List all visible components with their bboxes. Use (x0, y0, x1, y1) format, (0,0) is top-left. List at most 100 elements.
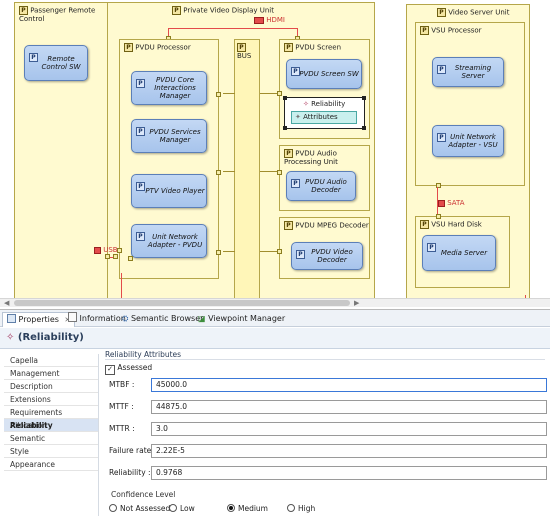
port[interactable] (105, 254, 110, 259)
diagram-horizontal-scrollbar[interactable]: ◀ ▶ (0, 298, 550, 307)
page-title: (Reliability) (17, 332, 84, 343)
radio-not-assessed[interactable]: Not Assessed (109, 504, 170, 514)
physical-node-icon: P (437, 8, 446, 17)
component-remote-control-sw[interactable]: P Remote Control SW (24, 45, 88, 81)
attributes-row[interactable]: ✦ Attributes (291, 111, 357, 124)
assessed-label: Assessed (117, 363, 153, 372)
failure-rate-field[interactable]: 2.22E-5 (151, 444, 547, 458)
node-passenger-remote-control[interactable]: P Passenger Remote Control P Remote Cont… (14, 2, 117, 298)
port[interactable] (277, 249, 282, 254)
category-appearance[interactable]: Appearance (4, 458, 98, 471)
node-pvdu-audio-processing-unit[interactable]: P PVDU Audio Processing Unit P PVDU Audi… (277, 145, 370, 211)
port[interactable] (436, 214, 441, 219)
physical-component-icon: P (136, 79, 145, 88)
component-label: Unit Network Adapter - VSU (448, 133, 498, 149)
port[interactable] (436, 183, 441, 188)
information-icon (68, 312, 77, 322)
node-pvdu-screen[interactable]: P PVDU Screen P PVDU Screen SW ✧ Reliabi… (277, 39, 370, 139)
bus-title: BUS (237, 52, 252, 60)
radio-icon (287, 504, 295, 512)
category-extensions[interactable]: Extensions (4, 393, 98, 406)
hdmi-link-line[interactable] (168, 28, 298, 29)
node-bus[interactable]: P BUS (234, 39, 260, 301)
port[interactable] (216, 250, 221, 255)
confidence-level-title: Confidence Level (111, 490, 176, 499)
category-description[interactable]: Description (4, 380, 98, 393)
mttr-field[interactable]: 3.0 (151, 422, 547, 436)
radio-medium[interactable]: Medium (227, 504, 268, 514)
component-unit-network-adapter-pvdu[interactable]: P Unit Network Adapter - PVDU (131, 224, 207, 258)
tab-semantic-browser[interactable]: ⛭ Semantic Browser (122, 312, 203, 326)
close-icon[interactable]: ✕ (65, 316, 71, 324)
port[interactable] (117, 248, 122, 253)
sata-link-label: SATA (447, 199, 465, 207)
tab-information[interactable]: Information (68, 312, 126, 326)
radio-label: Medium (238, 504, 268, 513)
mtbf-field[interactable]: 45000.0 (151, 378, 547, 392)
physical-node-icon: P (19, 6, 28, 15)
radio-low[interactable]: Low (169, 504, 195, 514)
node-pvdu-processor[interactable]: P PVDU Processor P PVDU Core Interaction… (117, 39, 221, 279)
category-semantic[interactable]: Semantic (4, 432, 98, 445)
scrollbar-thumb[interactable] (14, 300, 350, 306)
radio-high[interactable]: High (287, 504, 315, 514)
failure-rate-label: Failure rate : (109, 446, 157, 455)
radio-label: Not Assessed (120, 504, 171, 513)
reliability-icon: ✧ (6, 332, 15, 343)
category-requirements-allocation[interactable]: Requirements Allocation (4, 406, 98, 430)
component-unit-network-adapter-vsu[interactable]: P Unit Network Adapter - VSU (432, 125, 504, 157)
component-pvdu-core-interactions-manager[interactable]: P PVDU Core Interactions Manager (131, 71, 207, 105)
scroll-right-arrow[interactable]: ▶ (354, 299, 360, 307)
physical-component-icon: P (296, 250, 305, 259)
physical-component-icon: P (437, 133, 446, 142)
view-tab-bar: Properties ✕ Information ⛭ Semantic Brow… (0, 310, 550, 327)
port[interactable] (128, 256, 133, 261)
physical-component-icon: P (427, 243, 436, 252)
physical-node-icon: P (420, 26, 429, 35)
assessed-checkbox-row[interactable]: ✓ Assessed (105, 362, 152, 375)
physical-component-icon: P (136, 232, 145, 241)
scroll-left-arrow[interactable]: ◀ (4, 299, 10, 307)
port[interactable] (277, 91, 282, 96)
attributes-icon: ✦ (295, 113, 301, 121)
category-reliability[interactable]: Reliability (4, 419, 98, 432)
node-vsu-processor[interactable]: P VSU Processor P Streaming Server P Uni… (415, 22, 525, 188)
diagram-canvas[interactable]: P Passenger Remote Control P Remote Cont… (0, 0, 550, 301)
component-streaming-server[interactable]: P Streaming Server (432, 57, 504, 87)
component-ptv-video-player[interactable]: P PTV Video Player (131, 174, 207, 208)
tab-viewpoint-manager[interactable]: ◪ Viewpoint Manager (198, 312, 285, 326)
reliability-annotation[interactable]: ✧ Reliability ✦ Attributes (283, 96, 366, 130)
node-video-server-unit[interactable]: P Video Server Unit P VSU Processor P St… (406, 4, 530, 301)
category-capella[interactable]: Capella (4, 354, 98, 367)
component-pvdu-audio-decoder[interactable]: P PVDU Audio Decoder (286, 171, 356, 201)
tab-properties[interactable]: Properties ✕ (2, 312, 76, 327)
properties-view: Properties ✕ Information ⛭ Semantic Brow… (0, 309, 550, 516)
node-title: VSU Hard Disk (431, 220, 482, 229)
usb-link-line[interactable] (108, 257, 114, 258)
assessed-checkbox[interactable]: ✓ (105, 365, 115, 375)
node-title: VSU Processor (431, 26, 482, 35)
component-label: PVDU Video Decoder (311, 248, 353, 264)
node-pvdu-mpeg-decoder[interactable]: P PVDU MPEG Decoder P PVDU Video Decoder (277, 217, 370, 279)
properties-header: ✧ (Reliability) (0, 328, 550, 349)
category-management[interactable]: Management (4, 367, 98, 380)
physical-node-icon: P (420, 220, 429, 229)
component-pvdu-services-manager[interactable]: P PVDU Services Manager (131, 119, 207, 153)
port[interactable] (277, 170, 282, 175)
reliability-field[interactable]: 0.9768 (151, 466, 547, 480)
port[interactable] (113, 254, 118, 259)
physical-component-icon: P (136, 127, 145, 136)
component-pvdu-screen-sw[interactable]: P PVDU Screen SW (286, 59, 362, 89)
link-icon (94, 246, 101, 254)
component-media-server[interactable]: P Media Server (422, 235, 496, 271)
component-pvdu-video-decoder[interactable]: P PVDU Video Decoder (291, 242, 363, 270)
node-vsu-hard-disk[interactable]: P VSU Hard Disk P Media Server (415, 214, 510, 288)
node-private-video-display-unit[interactable]: P Private Video Display Unit HDMI P PVDU… (94, 2, 375, 301)
component-label: Remote Control SW (41, 55, 81, 71)
mtbf-label: MTBF : (109, 380, 135, 389)
mttf-field[interactable]: 44875.0 (151, 400, 547, 414)
port[interactable] (216, 92, 221, 97)
category-style[interactable]: Style (4, 445, 98, 458)
port[interactable] (216, 170, 221, 175)
sata-link-line[interactable] (437, 187, 438, 217)
